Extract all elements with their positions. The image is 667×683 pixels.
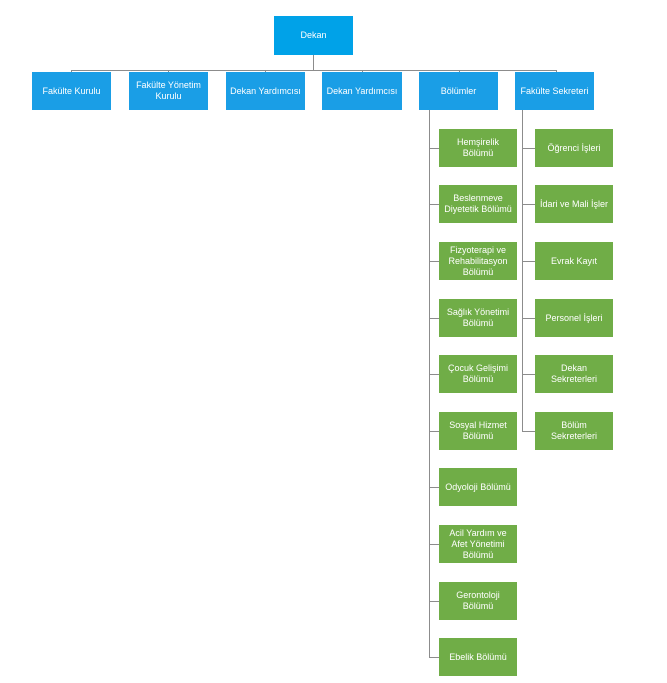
connector-sekreter-5 — [522, 374, 535, 375]
connector-level1-3 — [265, 70, 266, 73]
node-sosyal-hizmet: Sosyal Hizmet Bölümü — [439, 412, 517, 450]
node-fizyoterapi-label: Fizyoterapi ve Rehabilitasyon Bölümü — [448, 244, 508, 277]
connector-level1-5 — [459, 70, 460, 73]
node-dekan-yardimcisi-2: Dekan Yardımcısı — [322, 72, 402, 110]
connector-bolum-7 — [429, 487, 439, 488]
node-hemsirelik: Hemşirelik Bölümü — [439, 129, 517, 167]
node-cocuk-gelisimi: Çocuk Gelişimi Bölümü — [439, 355, 517, 393]
connector-bolum-1 — [429, 148, 439, 149]
connector-bolum-10 — [429, 657, 439, 658]
node-beslenme-label: Beslenmeve Diyetetik Bölümü — [444, 193, 512, 214]
node-ogrenci-isleri-label: Öğrenci İşleri — [547, 142, 601, 153]
connector-root-down — [313, 55, 314, 70]
node-bolumler-label: Bölümler — [440, 85, 477, 96]
node-idari-mali-isler: İdari ve Mali İşler — [535, 185, 613, 223]
connector-bolum-6 — [429, 431, 439, 432]
node-cocuk-gelisimi-label: Çocuk Gelişimi Bölümü — [447, 363, 508, 384]
connector-bolum-4 — [429, 318, 439, 319]
node-odyoloji: Odyoloji Bölümü — [439, 468, 517, 506]
node-dekan-yardimcisi-1-label: Dekan Yardımcısı — [230, 85, 301, 96]
node-fizyoterapi: Fizyoterapi ve Rehabilitasyon Bölümü — [439, 242, 517, 280]
node-fakulte-kurulu: Fakülte Kurulu — [32, 72, 111, 110]
node-dekan-yardimcisi-2-label: Dekan Yardımcısı — [326, 85, 398, 96]
node-dekan: Dekan — [274, 16, 353, 55]
node-dekan-yardimcisi-1: Dekan Yardımcısı — [226, 72, 305, 110]
node-saglik-yonetimi: Sağlık Yönetimi Bölümü — [439, 299, 517, 337]
node-dekan-sekreterleri-label: Dekan Sekreterleri — [550, 363, 597, 384]
node-fakulte-kurulu-label: Fakülte Kurulu — [42, 85, 101, 96]
node-ebelik: Ebelik Bölümü — [439, 638, 517, 676]
connector-level1-horizontal — [71, 70, 557, 71]
node-saglik-yonetimi-label: Sağlık Yönetimi Bölümü — [446, 307, 510, 328]
connector-level1-6 — [556, 70, 557, 73]
connector-bolum-5 — [429, 374, 439, 375]
node-dekan-sekreterleri: Dekan Sekreterleri — [535, 355, 613, 393]
node-dekan-label: Dekan — [300, 30, 327, 40]
node-ebelik-label: Ebelik Bölümü — [449, 651, 507, 662]
connector-bolum-9 — [429, 601, 439, 602]
connector-level1-2 — [168, 70, 169, 73]
node-bolum-sekreterleri-label: Bölüm Sekreterleri — [550, 420, 597, 441]
node-gerontoloji: Gerontoloji Bölümü — [439, 582, 517, 620]
node-evrak-kayit: Evrak Kayıt — [535, 242, 613, 280]
connector-level1-4 — [362, 70, 363, 73]
connector-sekreter-2 — [522, 204, 535, 205]
connector-bolumler-vertical — [429, 110, 430, 658]
connector-sekreter-4 — [522, 318, 535, 319]
node-bolumler: Bölümler — [419, 72, 498, 110]
node-idari-mali-isler-label: İdari ve Mali İşler — [539, 198, 609, 209]
node-beslenme: Beslenmeve Diyetetik Bölümü — [439, 185, 517, 223]
node-gerontoloji-label: Gerontoloji Bölümü — [456, 590, 500, 611]
node-acil-yardim: Acil Yardım ve Afet Yönetimi Bölümü — [439, 525, 517, 563]
node-hemsirelik-label: Hemşirelik Bölümü — [456, 137, 499, 158]
node-bolum-sekreterleri: Bölüm Sekreterleri — [535, 412, 613, 450]
node-fakulte-yonetim-kurulu-label: Fakülte Yönetim Kurulu — [136, 80, 201, 101]
connector-sekreter-vertical — [522, 110, 523, 431]
connector-sekreter-3 — [522, 261, 535, 262]
node-fakulte-sekreteri: Fakülte Sekreteri — [515, 72, 594, 110]
node-personel-isleri: Personel İşleri — [535, 299, 613, 337]
connector-bolum-8 — [429, 544, 439, 545]
node-ogrenci-isleri: Öğrenci İşleri — [535, 129, 613, 167]
node-fakulte-yonetim-kurulu: Fakülte Yönetim Kurulu — [129, 72, 208, 110]
connector-level1-1 — [71, 70, 72, 73]
connector-bolum-3 — [429, 261, 439, 262]
connector-bolum-2 — [429, 204, 439, 205]
connector-sekreter-6 — [522, 431, 535, 432]
node-odyoloji-label: Odyoloji Bölümü — [445, 481, 511, 492]
node-acil-yardim-label: Acil Yardım ve Afet Yönetimi Bölümü — [449, 527, 507, 560]
connector-sekreter-1 — [522, 148, 535, 149]
node-personel-isleri-label: Personel İşleri — [545, 312, 603, 323]
node-sosyal-hizmet-label: Sosyal Hizmet Bölümü — [449, 420, 507, 441]
node-evrak-kayit-label: Evrak Kayıt — [550, 255, 597, 266]
node-fakulte-sekreteri-label: Fakülte Sekreteri — [520, 85, 589, 96]
